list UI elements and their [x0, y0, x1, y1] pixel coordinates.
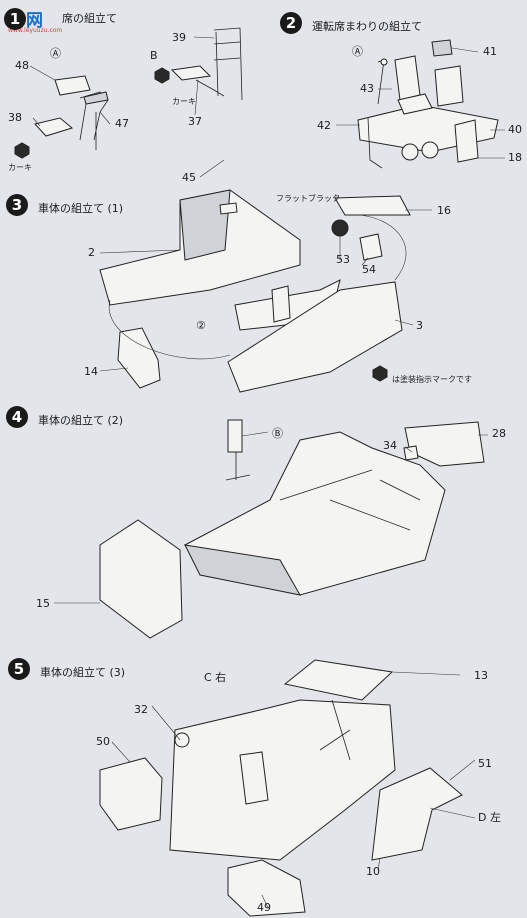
part-label-10: 10	[366, 865, 380, 878]
step-3-number: 3	[6, 194, 28, 216]
step-1-number: 1	[4, 8, 26, 30]
part-label-48: 48	[15, 59, 29, 72]
part-label-45: 45	[182, 171, 196, 184]
paint-mark-2	[154, 67, 170, 84]
part-label-14: 14	[84, 365, 98, 378]
paint-color-label: カーキ	[8, 163, 32, 172]
part-label-50: 50	[96, 735, 110, 748]
leader-lines	[29, 36, 505, 909]
body-assembly-step4	[99, 419, 485, 639]
part-label-39: 39	[172, 31, 186, 44]
part-label-a: Ⓐ	[50, 47, 61, 60]
part-label-32: 32	[134, 703, 148, 716]
part-label-53: 53	[336, 253, 350, 266]
driver-area-assembly	[357, 39, 499, 169]
part-label-41: 41	[483, 45, 497, 58]
part-label-3: 3	[416, 319, 423, 332]
body-assembly-step3	[99, 189, 411, 393]
paint-color-label: カーキ	[172, 97, 196, 106]
part-label-a: ②	[196, 319, 206, 332]
part-label-b: B	[150, 49, 158, 62]
part-label-49: 49	[257, 901, 271, 914]
seat-frame-47	[79, 91, 109, 150]
body-assembly-step5	[99, 659, 463, 917]
part-label-54: 54	[362, 263, 376, 276]
part-label-18: 18	[508, 151, 522, 164]
paint-mark-note: は塗装指示マークです	[392, 375, 472, 384]
step-4-number: 4	[6, 406, 28, 428]
part-label-2: 2	[88, 246, 95, 259]
step-5-title: 車体の組立て (3)	[40, 666, 126, 679]
part-label-16: 16	[437, 204, 451, 217]
step-5-number: 5	[8, 658, 30, 680]
paint-color-label: フラットブラック	[276, 194, 340, 203]
part-label-b: Ⓑ	[272, 427, 283, 440]
paint-mark-1	[14, 142, 30, 159]
seat-frame-39	[170, 27, 243, 101]
step-2-title: 運転席まわりの組立て	[312, 20, 422, 33]
step-3-title: 車体の組立て (1)	[38, 202, 124, 215]
part-label-37: 37	[188, 115, 202, 128]
part-label-34: 34	[383, 439, 397, 452]
part-label-47: 47	[115, 117, 129, 130]
part-label-a: Ⓐ	[352, 45, 363, 58]
step-4-title: 車体の組立て (2)	[38, 414, 124, 427]
part-label-c-right: C 右	[204, 671, 227, 684]
step-2-number: 2	[280, 12, 302, 34]
part-label-28: 28	[492, 427, 506, 440]
part-label-51: 51	[478, 757, 492, 770]
part-label-38: 38	[8, 111, 22, 124]
part-label-42: 42	[317, 119, 331, 132]
part-label-15: 15	[36, 597, 50, 610]
seat-cushion-48	[54, 75, 91, 96]
logo-url: www.leyuuzu.com	[8, 27, 63, 34]
seat-base-38	[34, 117, 74, 137]
part-label-43: 43	[360, 82, 374, 95]
part-label-d-left: D 左	[478, 811, 501, 824]
part-label-40: 40	[508, 123, 522, 136]
step-1-title: 席の組立て	[62, 12, 117, 25]
part-label-13: 13	[474, 669, 488, 682]
